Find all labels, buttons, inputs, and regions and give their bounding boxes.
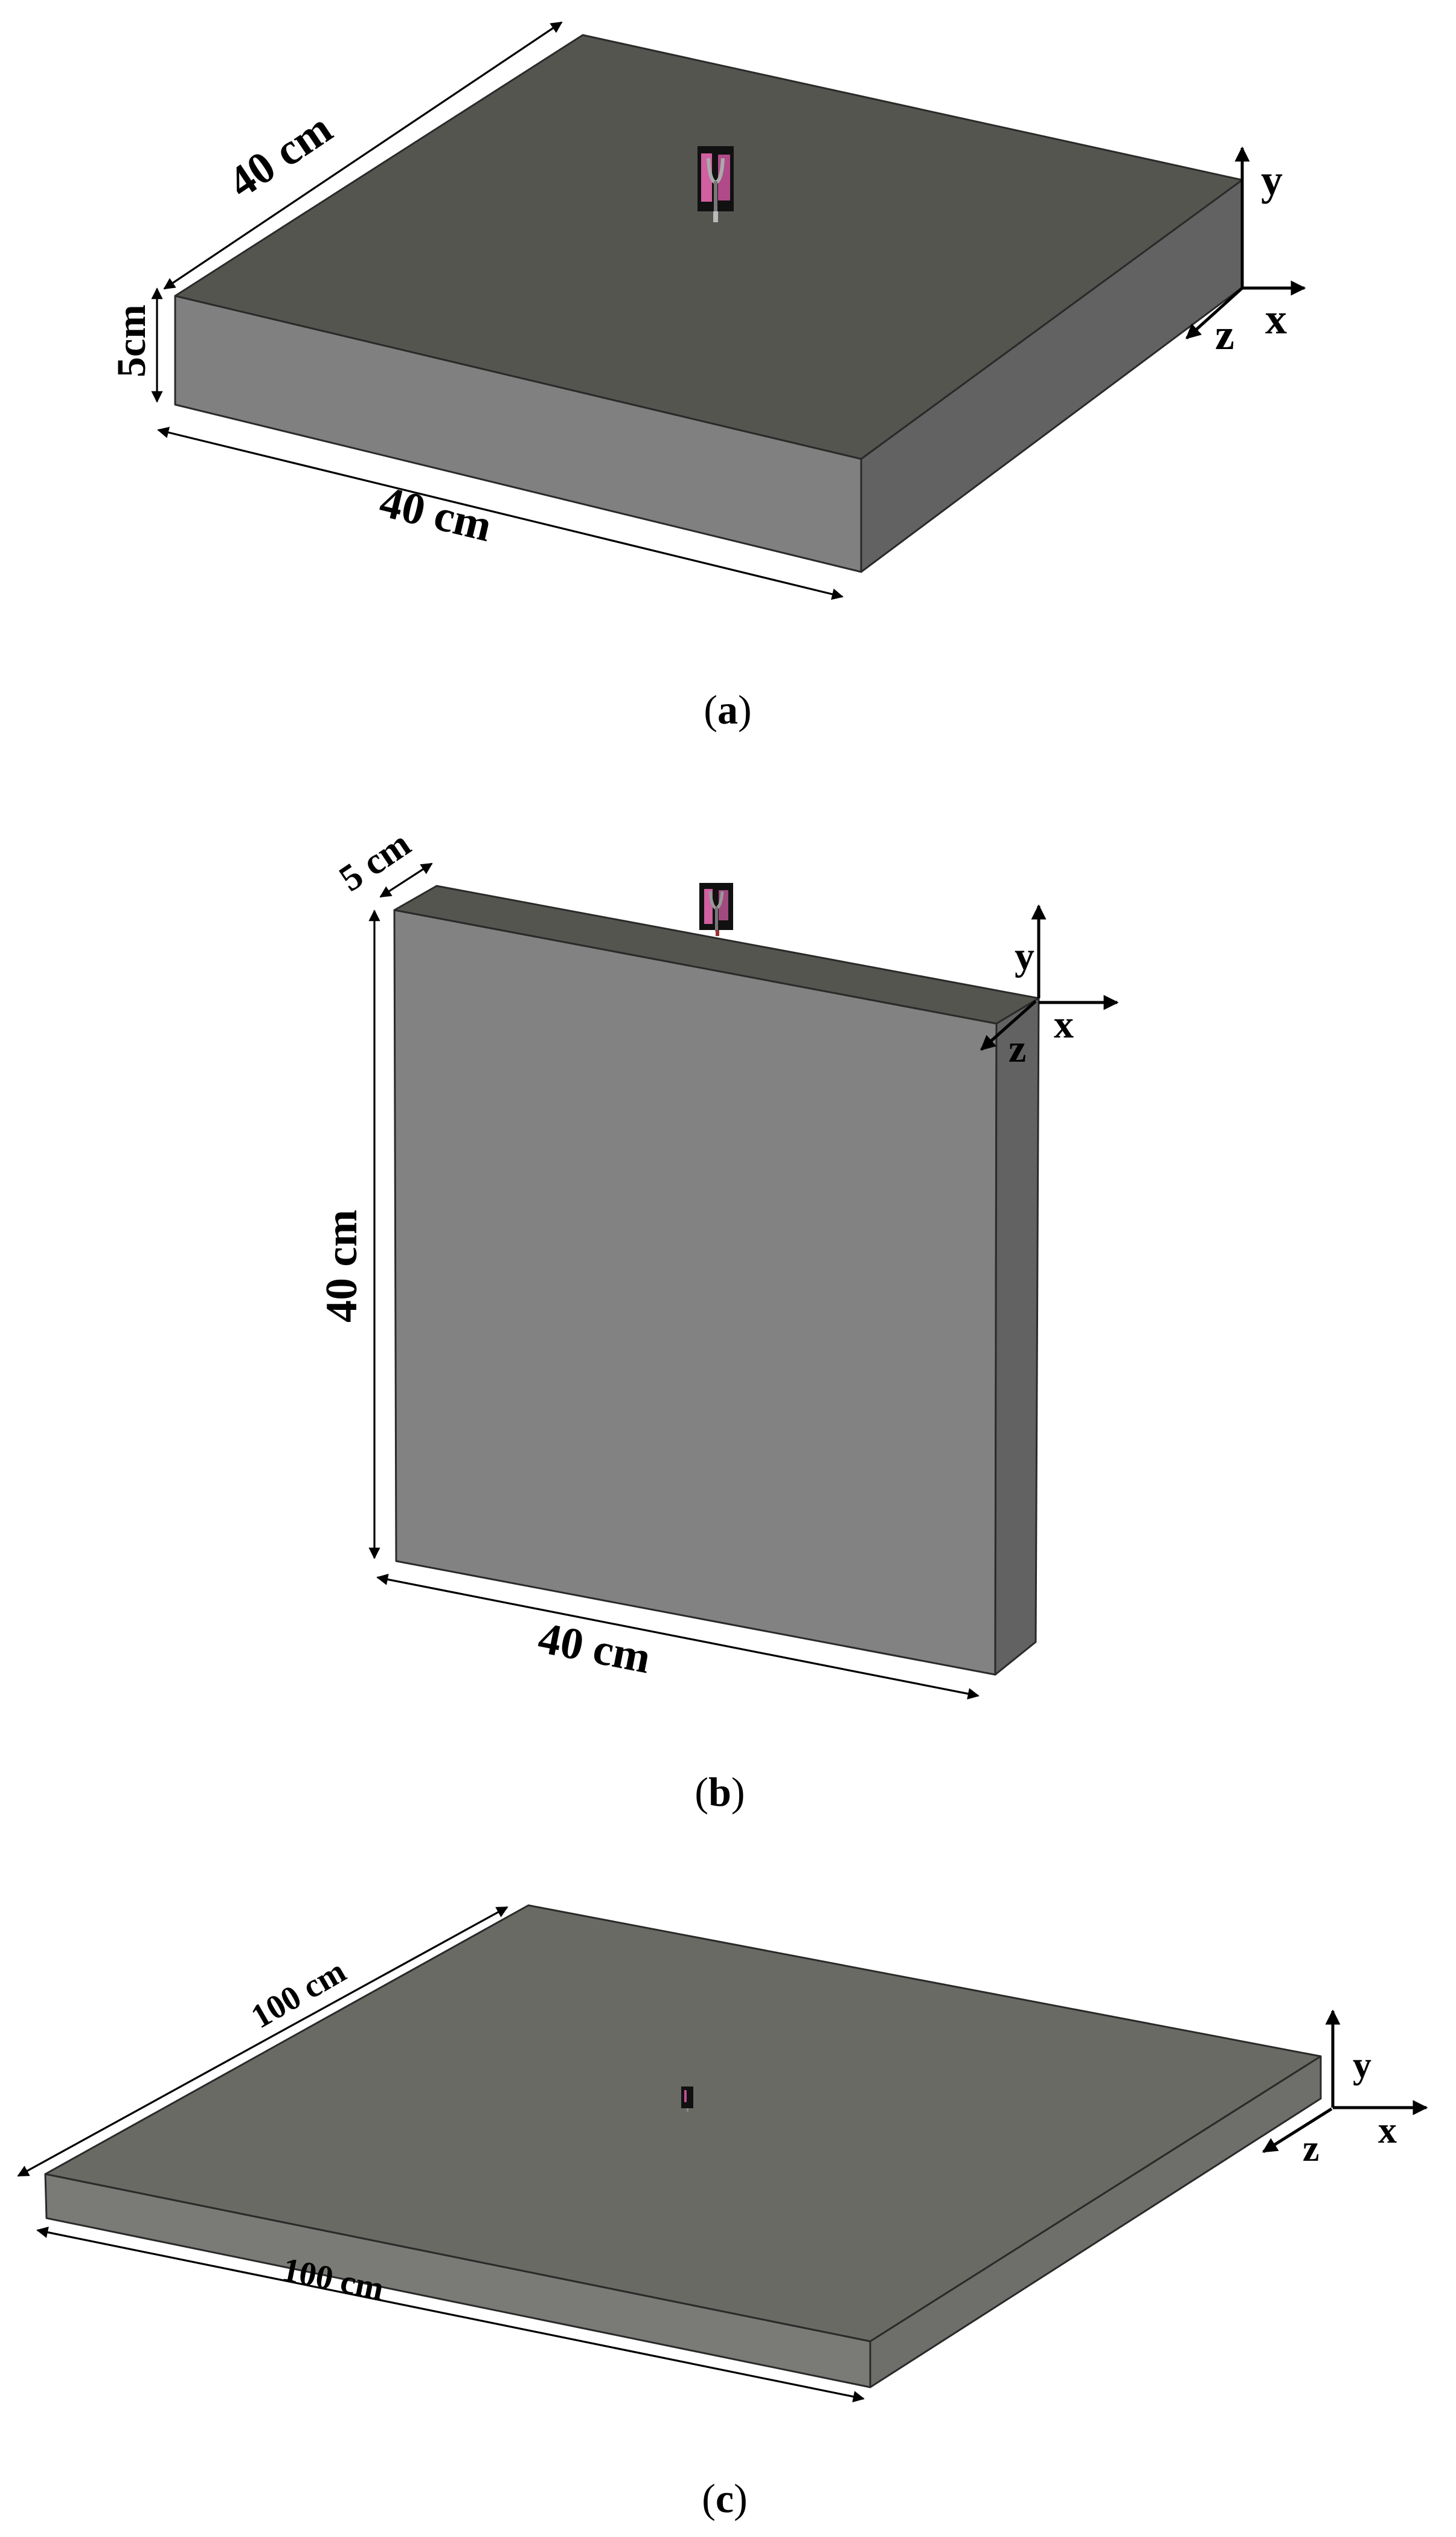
- z-axis-arrow: [980, 1000, 1037, 1051]
- x-axis-label: x: [1054, 1002, 1074, 1047]
- caption-a: (a): [704, 687, 751, 733]
- antenna-icon: [698, 146, 734, 222]
- coordinate-axes-c: y x z: [1262, 2009, 1428, 2169]
- z-axis-label: z: [1303, 2128, 1320, 2169]
- dimension-arrow-front: [157, 426, 844, 600]
- z-axis-label: z: [1009, 1027, 1026, 1071]
- slab-front-face: [393, 909, 998, 1676]
- dimension-arrow-back: [163, 21, 563, 290]
- panel-c: 100 cm 100 cm y x z (c): [17, 1904, 1428, 2521]
- dimension-label-thickness: 5 cm: [332, 823, 418, 900]
- x-axis-label: x: [1265, 295, 1287, 343]
- dimension-arrow-thickness: [379, 862, 433, 898]
- box-model-c: [44, 1904, 1322, 2388]
- box-model-b: [393, 885, 1040, 1676]
- slab-top-face: [44, 1904, 1322, 2343]
- caption-b: (b): [694, 1769, 745, 1815]
- dimension-arrow-back: [17, 1906, 508, 2177]
- x-axis-label: x: [1378, 2110, 1397, 2151]
- dimension-label-back: 40 cm: [220, 104, 341, 208]
- slab-right-face: [869, 2055, 1322, 2388]
- y-axis-label: y: [1261, 156, 1283, 204]
- z-axis-label: z: [1215, 310, 1234, 359]
- coordinate-axes-b: y x z: [980, 904, 1119, 1071]
- dimension-arrow-front: [36, 2227, 865, 2402]
- z-axis-arrow: [1262, 2107, 1333, 2154]
- dimension-label-width: 40 cm: [534, 1613, 655, 1683]
- dimension-arrow-width: [376, 1573, 980, 1700]
- dimension-label-height: 40 cm: [317, 1210, 367, 1323]
- coordinate-axes-a: y x z: [1185, 146, 1306, 359]
- panel-a: 40 cm 5cm 40 cm y x z (a): [108, 21, 1306, 733]
- y-axis-label: y: [1353, 2045, 1371, 2086]
- antenna-icon: [699, 883, 733, 936]
- y-axis-label: y: [1015, 934, 1034, 978]
- slab-right-face: [994, 997, 1040, 1676]
- caption-c: (c): [702, 2475, 748, 2521]
- panel-b: 5 cm 40 cm 40 cm y x z (b): [317, 823, 1119, 1815]
- z-axis-arrow: [1185, 287, 1243, 339]
- dimension-label-thickness: 5cm: [108, 304, 154, 377]
- antenna-icon: [681, 2086, 693, 2112]
- box-model-a: [174, 34, 1243, 573]
- dimension-label-front: 40 cm: [375, 477, 496, 551]
